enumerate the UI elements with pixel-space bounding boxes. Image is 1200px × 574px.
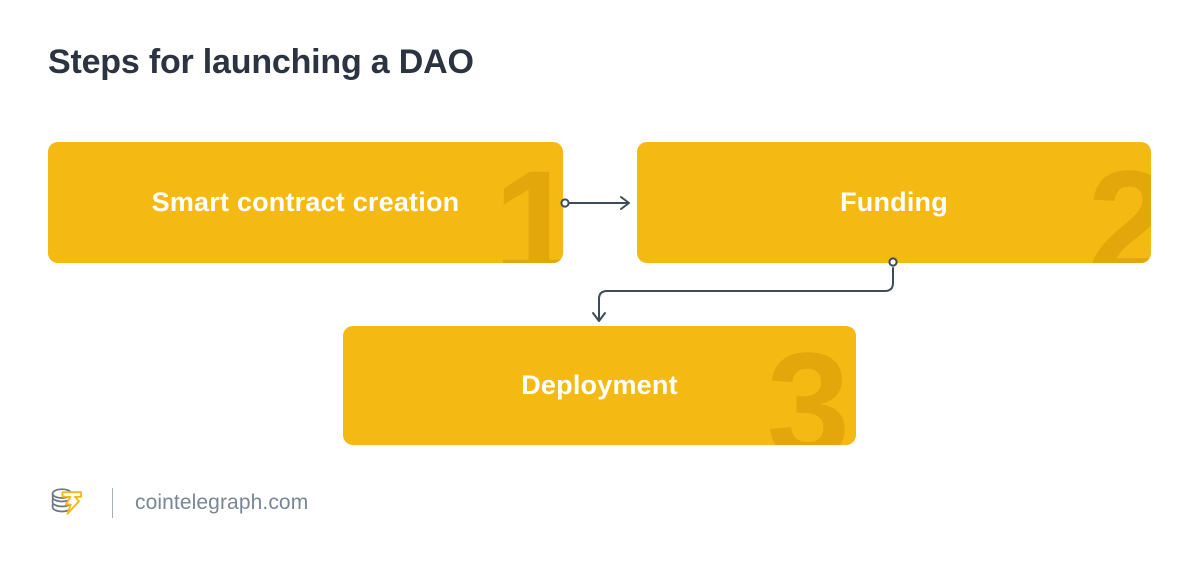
arrowhead-down-icon bbox=[592, 312, 606, 322]
step-number-watermark-2: 2 bbox=[1087, 142, 1151, 263]
step-box-funding: 2 Funding bbox=[637, 142, 1151, 263]
step-label-3: Deployment bbox=[521, 370, 678, 400]
step-number-watermark-1: 1 bbox=[493, 142, 563, 263]
step-label-1: Smart contract creation bbox=[151, 187, 460, 217]
step-label-2: Funding bbox=[840, 187, 948, 217]
step-box-smart-contract-creation: 1 Smart contract creation bbox=[48, 142, 563, 263]
footer: cointelegraph.com bbox=[48, 482, 308, 524]
step-box-deployment: 3 Deployment bbox=[343, 326, 856, 445]
page-title: Steps for launching a DAO bbox=[48, 43, 474, 81]
footer-divider bbox=[112, 488, 113, 518]
connector-step2-to-step3 bbox=[592, 257, 898, 322]
footer-site-url: cointelegraph.com bbox=[135, 491, 309, 514]
lightning-bolt-icon bbox=[61, 491, 83, 515]
connector-step1-to-step2 bbox=[560, 196, 630, 210]
step-number-watermark-3: 3 bbox=[766, 326, 850, 445]
arrowhead-right-icon bbox=[620, 196, 630, 210]
cointelegraph-logo-icon bbox=[51, 488, 83, 515]
connector-path-elbow bbox=[598, 267, 894, 321]
